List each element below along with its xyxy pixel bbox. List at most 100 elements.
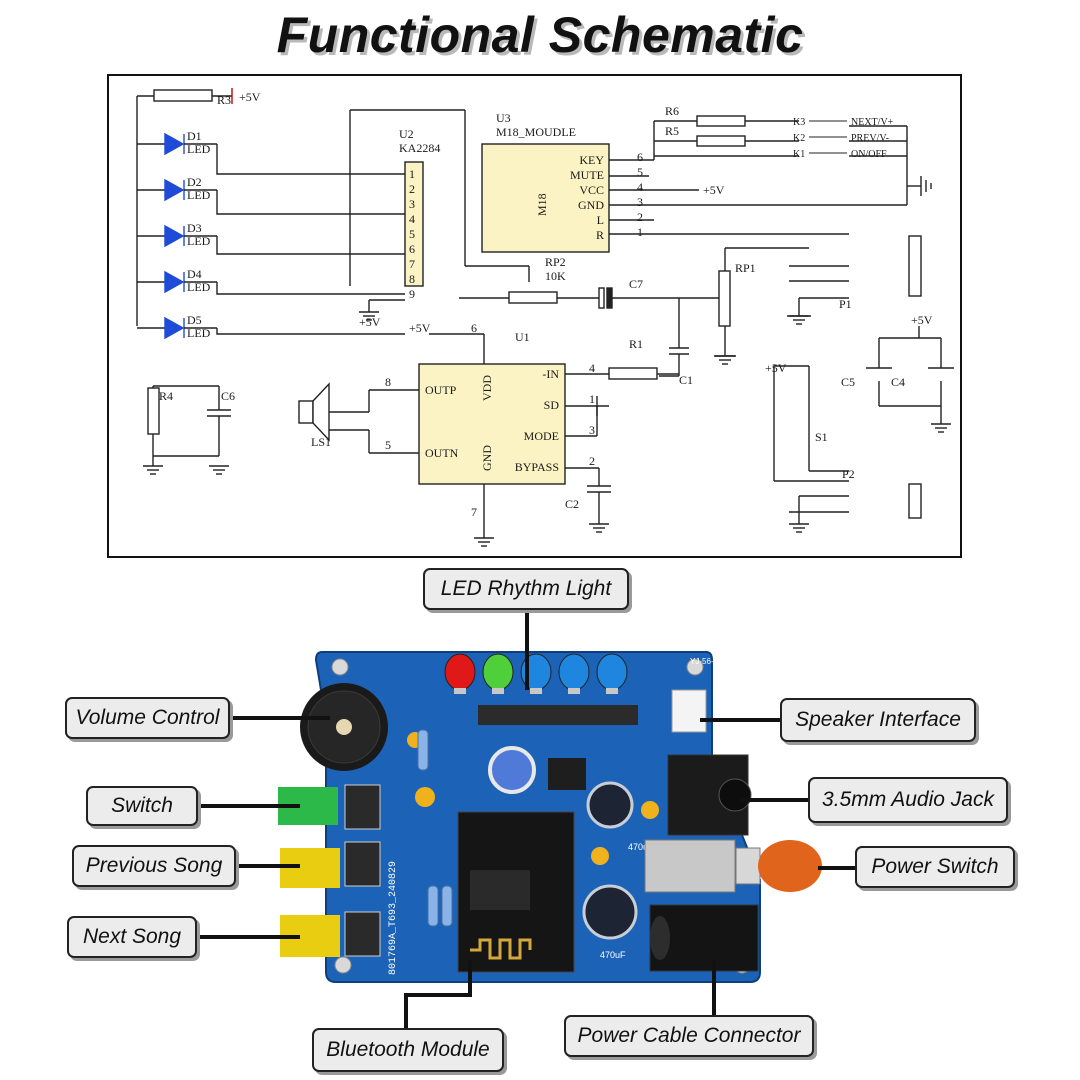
key-ref: K2 — [793, 133, 805, 144]
callout-audio-jack: 3.5mm Audio Jack — [808, 777, 1008, 823]
r5-label: R5 — [665, 124, 679, 138]
u2-pin-number: 4 — [409, 212, 415, 226]
u3-pin-number: 4 — [637, 180, 643, 194]
u3-body: M18 — [535, 193, 549, 216]
c5-label: C5 — [841, 375, 855, 389]
c1-label: C1 — [679, 373, 693, 387]
key-label: ON/OFF — [851, 149, 887, 160]
u1-pin-number: 3 — [589, 423, 595, 437]
key-label: PREV/V- — [851, 133, 889, 144]
u1-vdd: VDD — [480, 375, 494, 401]
u1-ref: U1 — [515, 330, 530, 344]
u3-part: M18_MOUDLE — [496, 125, 576, 139]
power-switch-cap — [758, 840, 822, 892]
callout-volume-control: Volume Control — [65, 697, 230, 739]
u3-pin-name: L — [597, 213, 604, 227]
u2-pin-number: 5 — [409, 227, 415, 241]
silk-top: YJ-56-327 — [690, 657, 727, 666]
board-led — [558, 653, 590, 691]
key-label: NEXT/V+ — [851, 117, 894, 128]
u3-pin-name: KEY — [579, 153, 604, 167]
board-led — [482, 653, 514, 691]
u2-pin-number: 7 — [409, 257, 415, 271]
p1-label: P1 — [839, 297, 852, 311]
u3-ref: U3 — [496, 111, 511, 125]
u1-pin-number: 6 — [471, 321, 477, 335]
silk-side: 801769A_T693_240829 — [388, 861, 399, 975]
r3-label: R3 — [217, 93, 231, 107]
u3-pin-name: R — [596, 228, 604, 242]
u3-pin-number: 2 — [637, 210, 643, 224]
led-label: LED — [187, 188, 211, 202]
vcc-label: +5V — [359, 315, 381, 329]
led-ref: D5 — [187, 313, 202, 327]
callout-power-switch: Power Switch — [855, 846, 1015, 888]
u1-gnd: GND — [480, 445, 494, 471]
r4-label: R4 — [159, 389, 173, 403]
page-title: Functional Schematic — [276, 7, 804, 63]
callout-next-song: Next Song — [67, 916, 197, 958]
key-ref: K3 — [793, 117, 805, 128]
u2-part: KA2284 — [399, 141, 440, 155]
u1-pin-number: 5 — [385, 438, 391, 452]
board-led — [596, 653, 628, 691]
led-label: LED — [187, 234, 211, 248]
c4-label: C4 — [891, 375, 905, 389]
u2-pin-number: 8 — [409, 272, 415, 286]
led-label: LED — [187, 280, 211, 294]
r6-label: R6 — [665, 104, 679, 118]
vcc-label: +5V — [239, 90, 261, 104]
u2-ref: U2 — [399, 127, 414, 141]
rp1-label: RP1 — [735, 261, 756, 275]
u1-pin-name: SD — [544, 398, 560, 412]
led-label: LED — [187, 142, 211, 156]
u3-pin-number: 3 — [637, 195, 643, 209]
callout-power-cable-connector: Power Cable Connector — [564, 1015, 814, 1057]
u3-pin-number: 5 — [637, 165, 643, 179]
u1-pin-number: 8 — [385, 375, 391, 389]
u1-pin-name: BYPASS — [515, 460, 559, 474]
c7-label: C7 — [629, 277, 643, 291]
u3-pin-number: 1 — [637, 225, 643, 239]
c6-label: C6 — [221, 389, 235, 403]
s1-label: S1 — [815, 430, 828, 444]
u3-pin-name: GND — [578, 198, 604, 212]
led-ref: D2 — [187, 175, 202, 189]
key-ref: K1 — [793, 149, 805, 160]
vcc-label: +5V — [703, 183, 725, 197]
callout-speaker-interface: Speaker Interface — [780, 698, 976, 742]
u3-pin-name: VCC — [579, 183, 604, 197]
led-label: LED — [187, 326, 211, 340]
cap-label: 470uF — [600, 950, 626, 960]
callout-bluetooth-module: Bluetooth Module — [312, 1028, 504, 1072]
callout-previous-song: Previous Song — [72, 845, 236, 887]
power-switch-body — [644, 839, 736, 893]
u1-pin-name: MODE — [524, 429, 559, 443]
u1-pin-number: 1 — [589, 392, 595, 406]
p2-label: P2 — [842, 467, 855, 481]
u1-pin-name: OUTP — [425, 383, 457, 397]
u1-pin-number: 2 — [589, 454, 595, 468]
led-ref: D4 — [187, 267, 202, 281]
u1-pin-name: OUTN — [425, 446, 459, 460]
led-ref: D1 — [187, 129, 202, 143]
u2-pin-number: 3 — [409, 197, 415, 211]
u1-pin-number: 7 — [471, 505, 477, 519]
vcc-label: +5V — [765, 361, 787, 375]
rp2-label: RP2 — [545, 255, 566, 269]
u1-pin-name: -IN — [542, 367, 559, 381]
callout-led-rhythm-light: LED Rhythm Light — [423, 568, 629, 610]
c2-label: C2 — [565, 497, 579, 511]
cap-label: 470uF — [628, 842, 654, 852]
vcc-label: +5V — [911, 313, 933, 327]
ls1-label: LS1 — [311, 435, 331, 449]
rp2-value: 10K — [545, 269, 566, 283]
u2-pin-number: 1 — [409, 167, 415, 181]
vcc-label: +5V — [409, 321, 431, 335]
schematic-panel: R3 +5V U2 KA2284 U3 M18_MOUDLE M18 R6 R5… — [107, 74, 962, 558]
callout-switch: Switch — [86, 786, 198, 826]
r1-label: R1 — [629, 337, 643, 351]
speaker-header — [671, 689, 707, 733]
schematic-drawing: R3 +5V U2 KA2284 U3 M18_MOUDLE M18 R6 R5… — [136, 88, 954, 547]
u3-pin-number: 6 — [637, 150, 643, 164]
